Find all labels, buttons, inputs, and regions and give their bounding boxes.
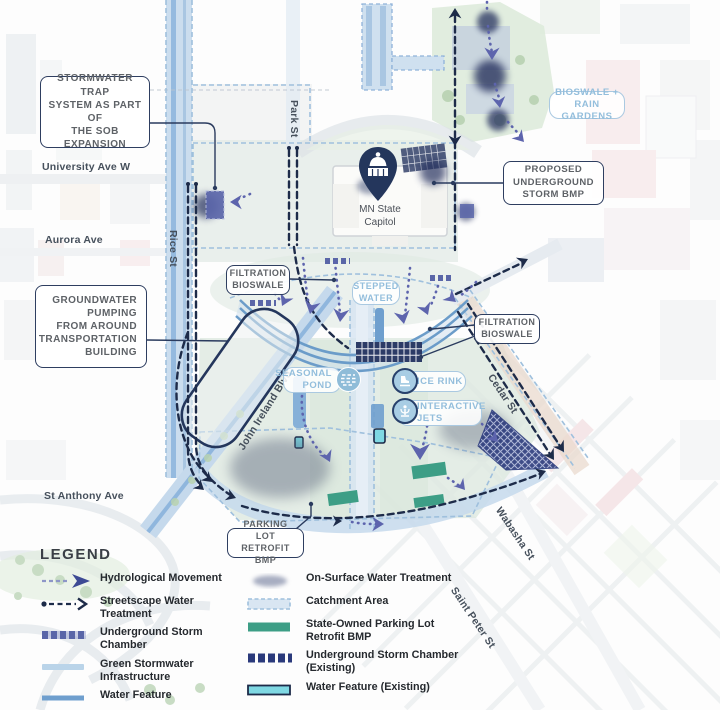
existing-water-feature — [373, 428, 386, 444]
legend-label: Green Stormwater Infrastructure — [100, 657, 194, 683]
legend-item: Water Feature (Existing) — [246, 681, 476, 698]
legend-item: Catchment Area — [246, 595, 476, 612]
legend-label: On-Surface Water Treatment — [306, 572, 452, 584]
existing-storm-chamber-hatch — [477, 409, 560, 471]
legend-item: On-Surface Water Treatment — [246, 572, 476, 589]
legend-item: Hydrological Movement — [40, 572, 232, 589]
callout-groundwater-pumping: GROUNDWATER PUMPING FROM AROUND TRANSPOR… — [35, 285, 147, 368]
storm-chamber-bars — [250, 258, 454, 306]
street-label-university: University Ave W — [42, 161, 131, 173]
legend-label: Water Feature — [100, 689, 172, 702]
stormwater-reuse-grid — [356, 342, 422, 362]
legend-item: Green Stormwater Infrastructure — [40, 658, 232, 683]
background-se-streets — [414, 459, 646, 710]
water-feature-existing-swatch — [246, 681, 298, 698]
legend-label: State-Owned Parking Lot Retrofit BMP — [306, 618, 435, 643]
legend-column-1: Hydrological Movement Streetscape Water … — [40, 572, 232, 710]
callout-filtration-bioswale-1: FILTRATION BIOSWALE — [226, 265, 290, 295]
capitol-pin-label: MN State Capitol — [359, 204, 401, 228]
legend-label: Underground Storm Chamber — [100, 626, 203, 652]
catchment-area-swatch — [246, 595, 298, 612]
capitol-pin-icon — [355, 143, 401, 205]
legend-item: State-Owned Parking Lot Retrofit BMP — [246, 618, 476, 643]
legend-label: Underground Storm Chamber (Existing) — [306, 649, 459, 675]
water-feature-swatch — [40, 689, 92, 706]
interactive-jets-icon — [392, 398, 418, 424]
legend-item: Water Feature — [40, 689, 232, 706]
ice-rink-icon — [392, 368, 418, 394]
label-stepped-water: STEPPED WATER — [352, 280, 400, 305]
bmp-elements — [194, 11, 560, 509]
hydrological-movement-swatch — [40, 572, 92, 589]
callout-proposed-underground-storm-bmp: PROPOSED UNDERGROUND STORM BMP — [503, 161, 604, 205]
legend-item: Streetscape Water Treatment — [40, 595, 232, 620]
underground-storm-chamber-swatch — [40, 626, 92, 643]
legend: LEGEND Hydrological Movement — [40, 546, 480, 710]
on-surface-water-treatment-swatch — [246, 572, 298, 589]
street-label-aurora: Aurora Ave — [45, 234, 103, 246]
label-seasonal-pond: SEASONAL POND — [275, 367, 341, 393]
callout-stormwater-trap: STORMWATER TRAP SYSTEM AS PART OF THE SO… — [40, 73, 150, 150]
legend-item: Underground Storm Chamber — [40, 626, 232, 651]
legend-label: Catchment Area — [306, 595, 389, 607]
street-label-rice: Rice St — [167, 230, 179, 267]
streetscape-water-treatment-swatch — [40, 595, 92, 612]
label-bioswale-rain-gardens: BIOSWALE + RAIN GARDENS — [549, 87, 625, 122]
street-label-park: Park St — [288, 100, 300, 138]
callout-filtration-bioswale-2: FILTRATION BIOSWALE — [474, 314, 540, 344]
legend-label: Streetscape Water Treatment — [100, 595, 194, 620]
underground-storm-chamber-existing-swatch — [246, 649, 298, 666]
stormwater-trap-square — [205, 190, 225, 220]
seasonal-pond-icon — [336, 367, 361, 392]
legend-label: Hydrological Movement — [100, 572, 222, 584]
proposed-storm-bmp-blob — [420, 159, 446, 185]
legend-column-2: On-Surface Water Treatment Catchment Are… — [246, 572, 476, 710]
capitol-building — [332, 143, 448, 246]
water-features — [293, 308, 386, 449]
legend-item: Underground Storm Chamber (Existing) — [246, 649, 476, 674]
state-owned-parking-lot-retrofit-bmp-swatch — [246, 618, 298, 635]
legend-title: LEGEND — [40, 546, 112, 563]
parking-retrofit-teal — [327, 461, 447, 509]
green-stormwater-infrastructure-swatch — [40, 658, 92, 675]
leader-lines — [146, 122, 503, 530]
legend-label: Water Feature (Existing) — [306, 680, 430, 693]
street-label-st-anthony: St Anthony Ave — [44, 490, 124, 502]
background-greens — [0, 549, 205, 705]
